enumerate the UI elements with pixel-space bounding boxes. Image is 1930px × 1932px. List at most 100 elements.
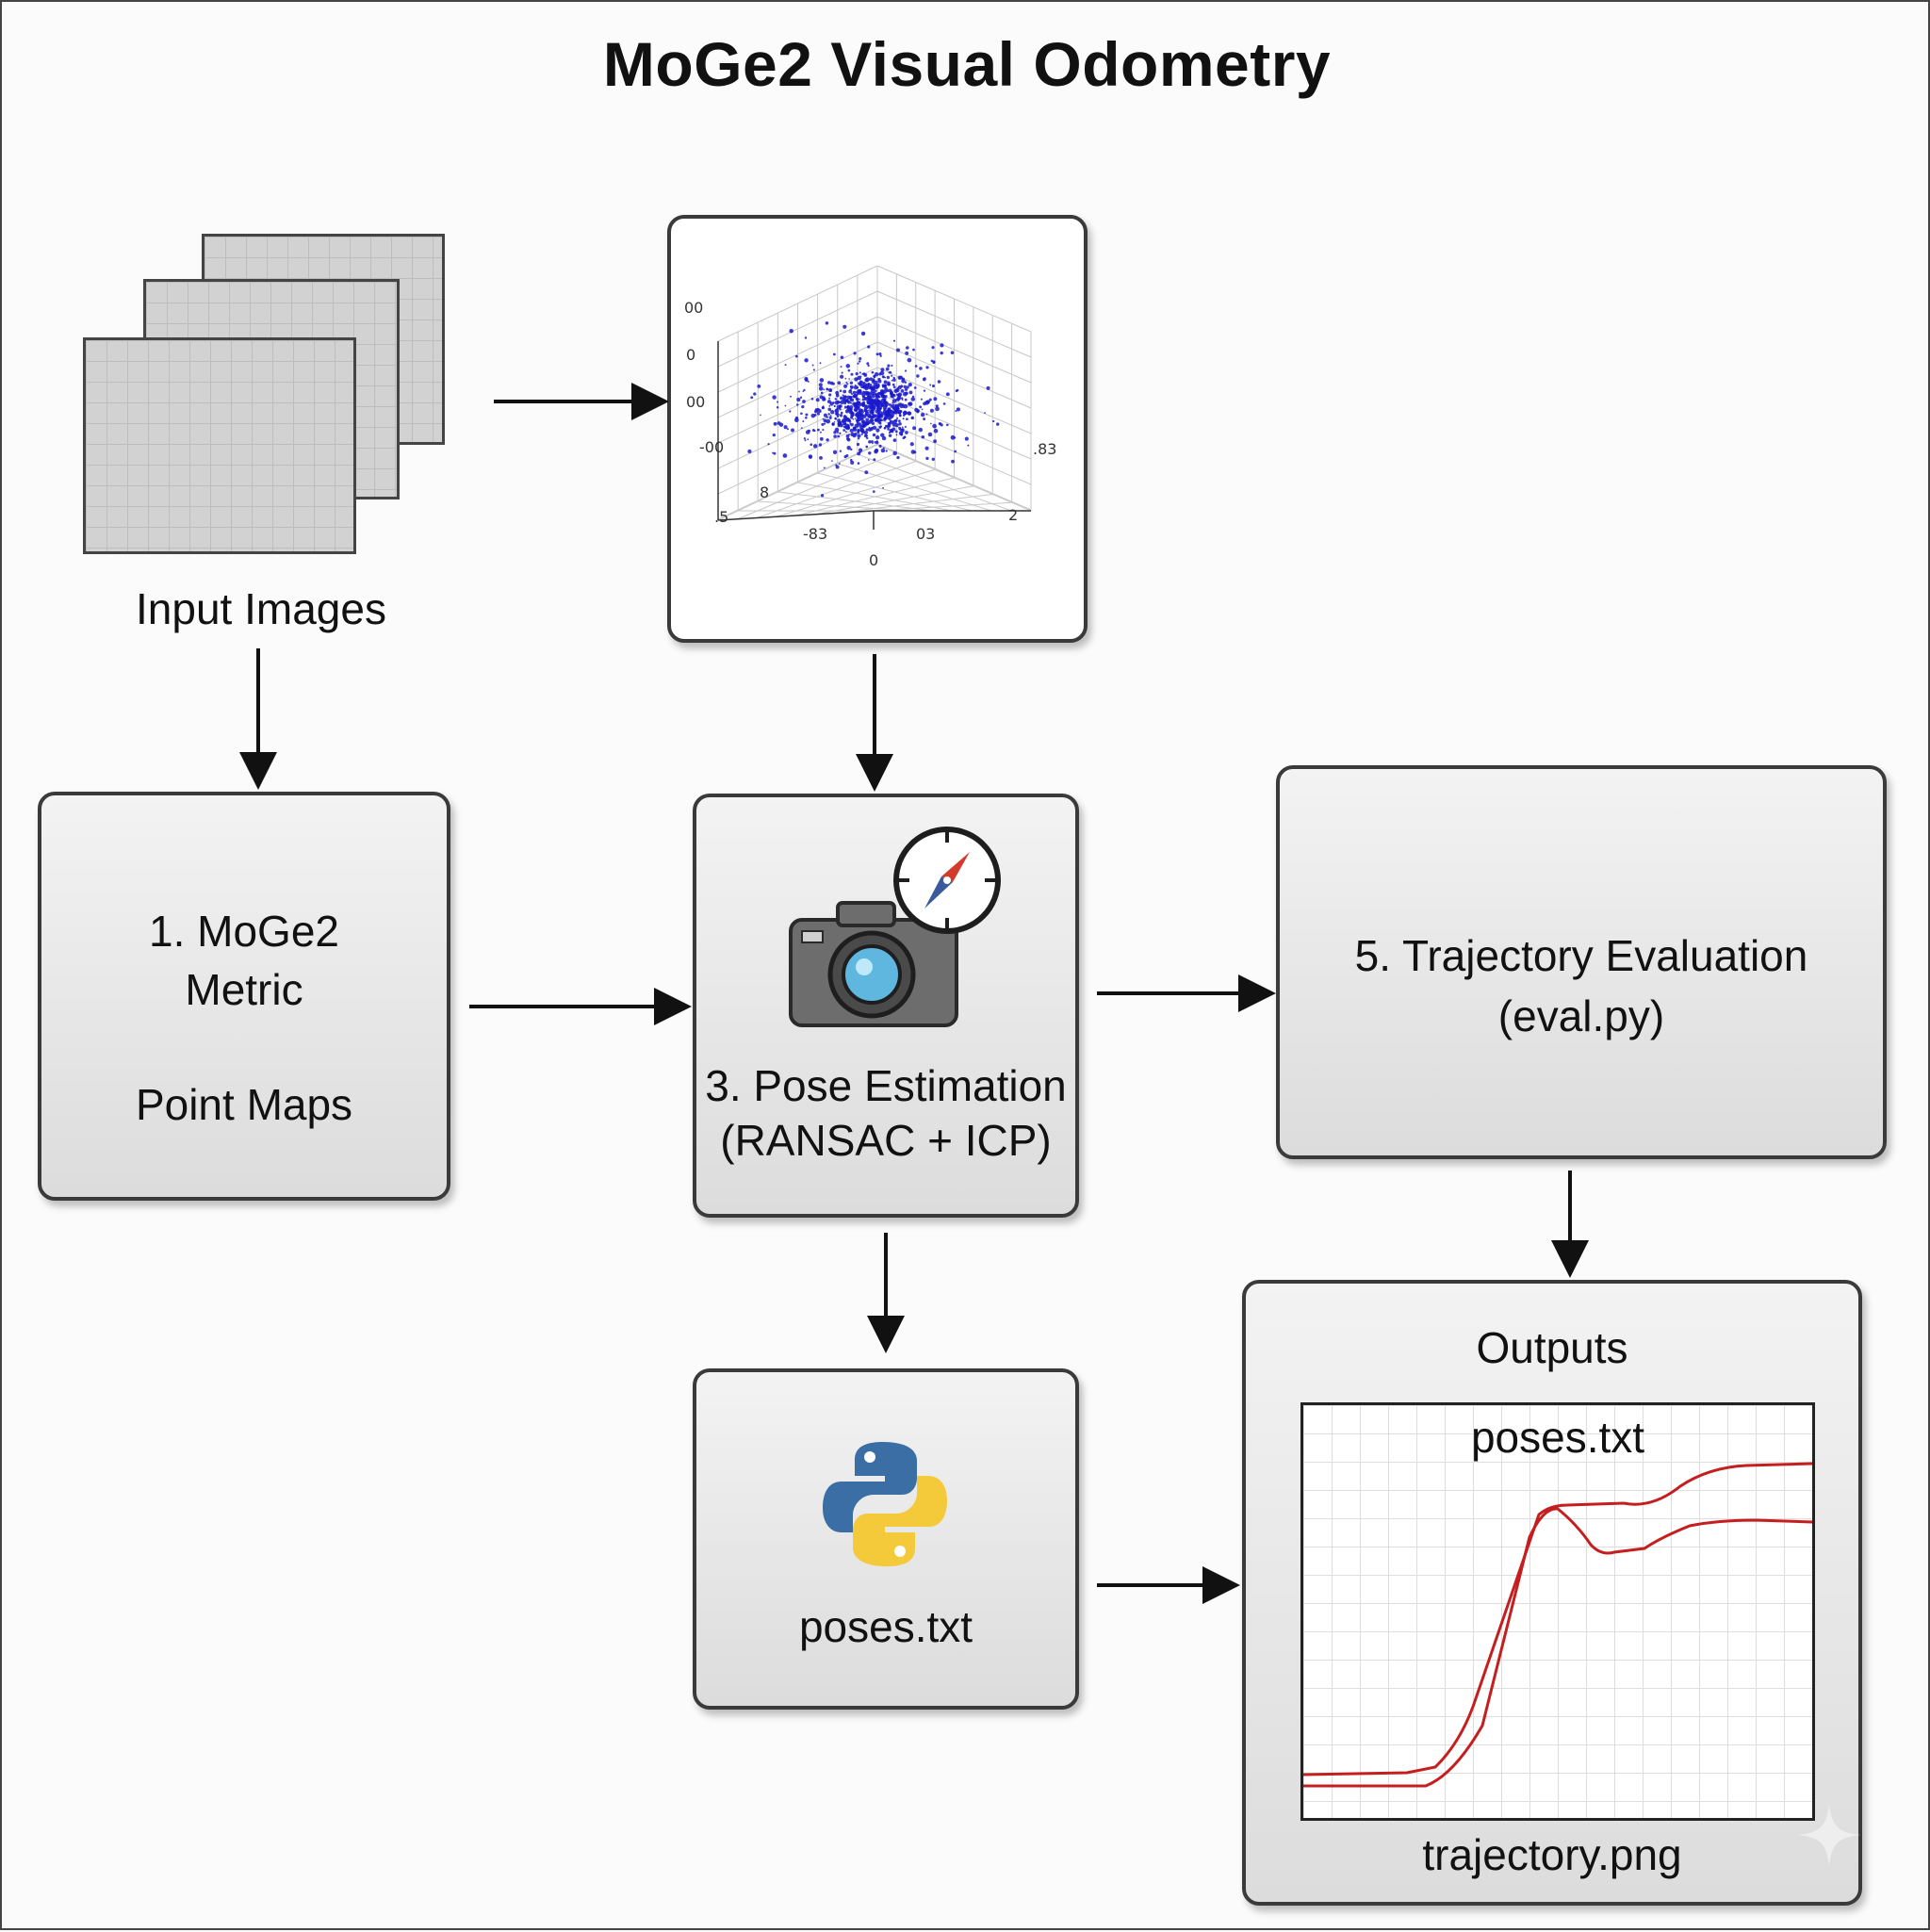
point-cloud-point	[889, 409, 892, 413]
point-cloud-point	[950, 434, 956, 440]
point-cloud-point	[846, 418, 850, 421]
point-cloud-point	[861, 418, 864, 420]
point-cloud-tick-label: 8	[760, 483, 769, 501]
point-cloud-point	[818, 443, 823, 447]
point-cloud-point	[750, 396, 754, 400]
point-cloud-point	[867, 421, 871, 425]
point-cloud-point	[845, 381, 848, 384]
point-cloud-point	[885, 450, 888, 452]
point-cloud-point	[772, 433, 776, 437]
point-cloud-point	[875, 428, 880, 433]
point-cloud-point	[924, 446, 929, 450]
point-cloud-point	[794, 354, 798, 358]
point-cloud-point	[869, 385, 874, 390]
point-cloud-point	[898, 426, 902, 430]
point-cloud-point	[839, 432, 842, 434]
point-cloud-point	[916, 409, 920, 413]
point-cloud-point	[767, 443, 770, 446]
point-cloud-point	[872, 433, 876, 437]
point-cloud-point	[901, 428, 905, 432]
point-cloud-point	[819, 455, 823, 460]
point-cloud-point	[890, 391, 893, 396]
point-cloud-point	[882, 486, 884, 489]
sparkle-watermark-icon	[1798, 1804, 1860, 1866]
point-cloud-point	[865, 436, 869, 440]
point-cloud-point	[852, 390, 857, 395]
point-cloud-point	[795, 403, 799, 406]
point-cloud-point	[873, 375, 876, 379]
point-cloud-point	[955, 389, 958, 393]
point-cloud-point	[846, 395, 851, 401]
point-cloud-point	[852, 394, 856, 399]
point-cloud-point	[868, 404, 872, 408]
point-cloud-point	[869, 401, 871, 403]
point-cloud-point	[838, 405, 842, 408]
point-cloud-point	[883, 427, 886, 430]
point-cloud-point	[842, 389, 847, 394]
point-cloud-point	[887, 416, 892, 420]
point-cloud-point	[869, 377, 874, 382]
point-cloud-point	[828, 416, 832, 419]
point-cloud-point	[861, 395, 865, 399]
point-cloud-point	[834, 427, 840, 433]
point-cloud-point	[843, 415, 846, 418]
point-cloud-point	[905, 351, 909, 355]
point-cloud-point	[865, 445, 869, 449]
point-cloud-point	[844, 399, 849, 402]
point-cloud-point	[842, 429, 846, 432]
point-cloud-point	[872, 425, 877, 431]
point-cloud-point	[858, 437, 860, 440]
point-cloud-point	[825, 321, 829, 325]
point-cloud-point	[912, 348, 915, 352]
point-cloud-point	[850, 398, 855, 402]
camera-icon	[789, 901, 958, 1027]
point-cloud-point	[843, 422, 847, 426]
point-cloud-point	[906, 346, 909, 350]
point-cloud-point	[858, 360, 861, 363]
point-cloud-point	[894, 405, 900, 411]
point-cloud-point	[864, 386, 869, 391]
point-cloud-point	[931, 346, 935, 350]
point-cloud-point	[918, 427, 923, 433]
point-cloud-point	[848, 389, 853, 394]
point-cloud-point	[921, 408, 924, 411]
point-cloud-point	[872, 442, 874, 445]
point-cloud-point	[925, 456, 929, 461]
point-cloud-point	[886, 401, 889, 405]
point-cloud-point	[904, 369, 908, 372]
point-cloud-point	[800, 427, 803, 429]
point-cloud-point	[864, 398, 866, 401]
point-cloud-point	[859, 371, 861, 374]
point-cloud-point	[791, 428, 794, 433]
point-cloud-point	[919, 367, 923, 370]
point-cloud-point	[820, 494, 825, 498]
point-cloud-point	[892, 438, 897, 442]
point-cloud-point	[757, 385, 761, 388]
point-cloud-point	[942, 402, 946, 405]
point-cloud-point	[927, 432, 933, 437]
point-cloud-point	[835, 390, 840, 395]
point-cloud-point	[831, 460, 833, 462]
point-cloud-point	[817, 408, 822, 414]
point-cloud-point	[887, 428, 890, 431]
point-cloud-point	[822, 405, 825, 408]
point-cloud-point	[878, 352, 882, 356]
point-cloud-point	[895, 348, 901, 352]
point-cloud-tick-label: 2	[1008, 506, 1018, 524]
point-cloud-point	[865, 377, 870, 383]
point-cloud-point	[996, 422, 1000, 426]
pose-box-line1: 3. Pose Estimation	[705, 1061, 1067, 1110]
point-cloud-point	[854, 432, 858, 436]
point-cloud-point	[869, 384, 873, 386]
point-cloud-point	[902, 411, 908, 416]
point-cloud-point	[900, 397, 904, 400]
point-cloud-point	[772, 451, 775, 454]
point-cloud-point	[956, 407, 960, 412]
point-cloud-point	[876, 385, 880, 388]
point-cloud-point	[908, 390, 913, 395]
point-cloud-point	[875, 440, 879, 445]
point-cloud-point	[929, 408, 934, 413]
point-cloud-point	[773, 421, 777, 426]
point-cloud-point	[908, 411, 912, 416]
point-cloud-point	[858, 448, 863, 452]
